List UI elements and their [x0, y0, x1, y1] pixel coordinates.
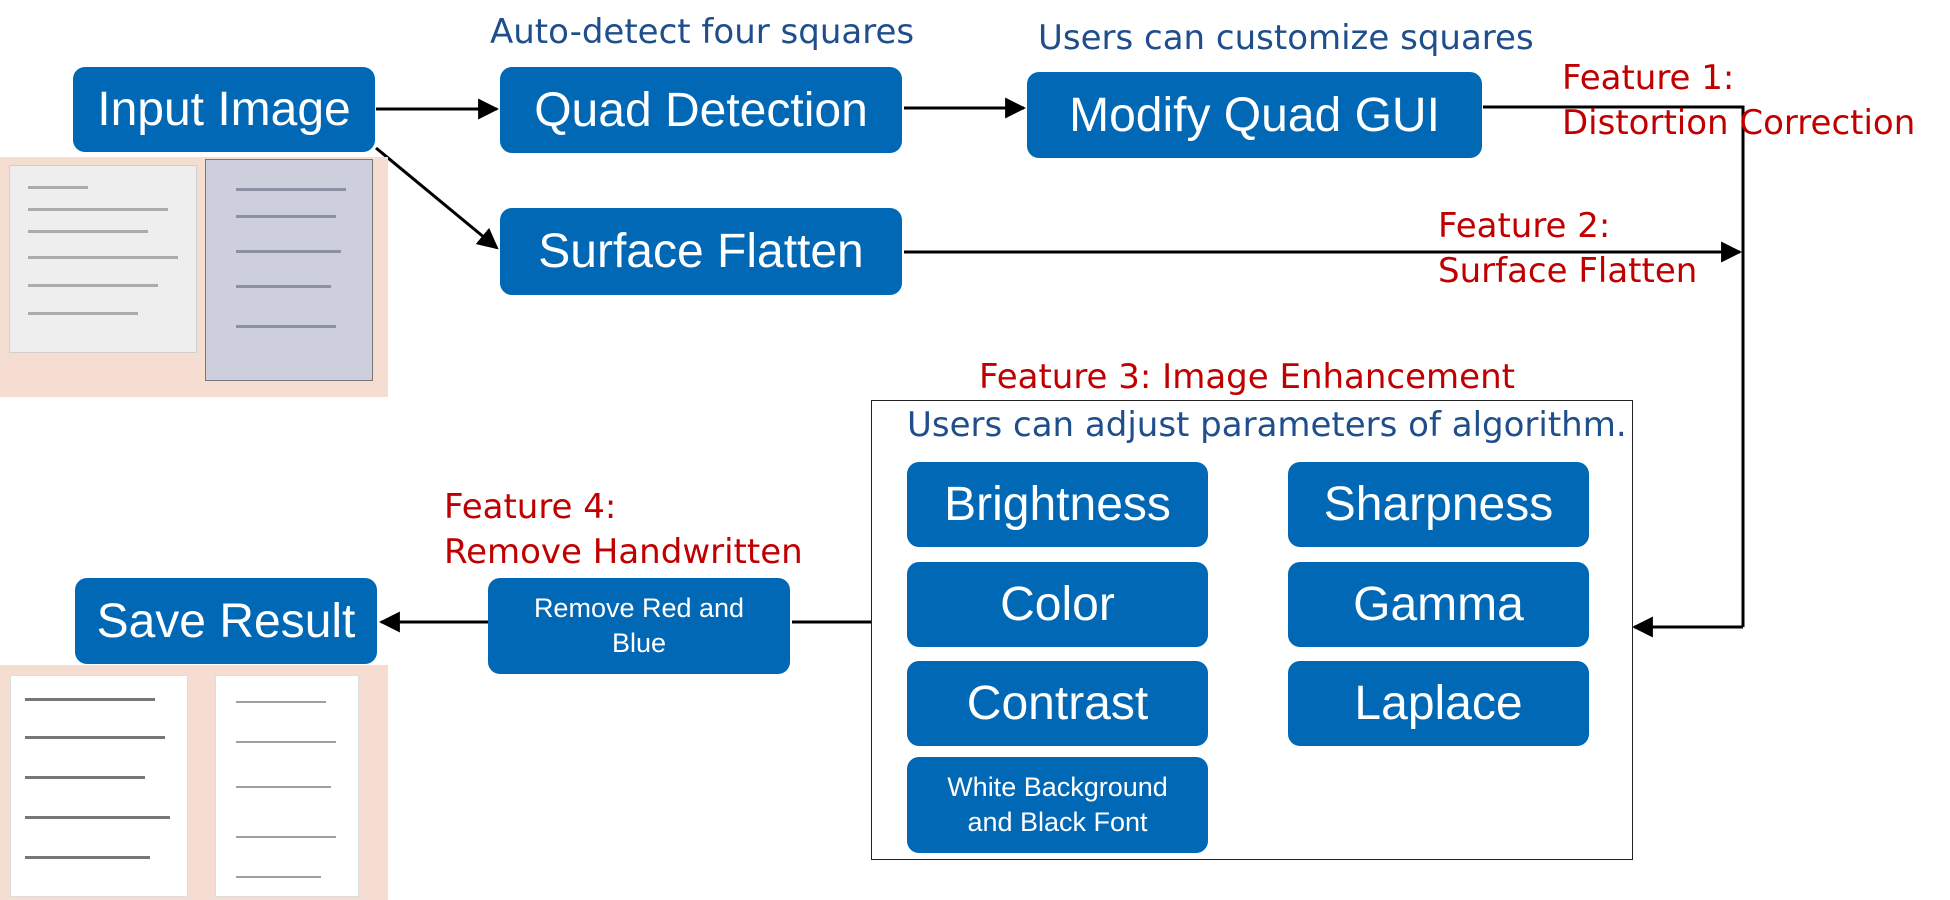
remove-red-blue-node: Remove Red and Blue [488, 578, 790, 674]
output-doc-photo-2 [215, 675, 359, 897]
feature-4-subtitle: Remove Handwritten [444, 532, 803, 572]
feature-3-title: Feature 3: Image Enhancement [979, 357, 1515, 397]
feature-2-title: Feature 2: [1438, 206, 1611, 246]
output-doc-photo-1 [10, 675, 188, 897]
gamma-option: Gamma [1288, 562, 1589, 647]
feature-1-subtitle: Distortion Correction [1562, 103, 1916, 143]
surface-flatten-node: Surface Flatten [500, 208, 902, 295]
auto-detect-label: Auto-detect four squares [490, 12, 915, 52]
feature-4-title: Feature 4: [444, 487, 617, 527]
input-doc-photo-1 [9, 165, 197, 353]
color-option: Color [907, 562, 1208, 647]
feature-2-subtitle: Surface Flatten [1438, 251, 1698, 291]
save-result-node: Save Result [75, 578, 377, 664]
white-background-black-font-option: White Background and Black Font [907, 757, 1208, 853]
sharpness-option: Sharpness [1288, 462, 1589, 547]
feature-1-title: Feature 1: [1562, 58, 1735, 98]
input-image-node: Input Image [73, 67, 375, 152]
users-adjust-label: Users can adjust parameters of algorithm… [907, 405, 1627, 445]
output-thumbnails [0, 665, 388, 900]
input-doc-photo-2 [205, 159, 373, 381]
contrast-option: Contrast [907, 661, 1208, 746]
quad-detection-node: Quad Detection [500, 67, 902, 153]
input-thumbnails [0, 157, 388, 397]
users-customize-label: Users can customize squares [1038, 18, 1534, 58]
modify-quad-gui-node: Modify Quad GUI [1027, 72, 1482, 158]
brightness-option: Brightness [907, 462, 1208, 547]
laplace-option: Laplace [1288, 661, 1589, 746]
